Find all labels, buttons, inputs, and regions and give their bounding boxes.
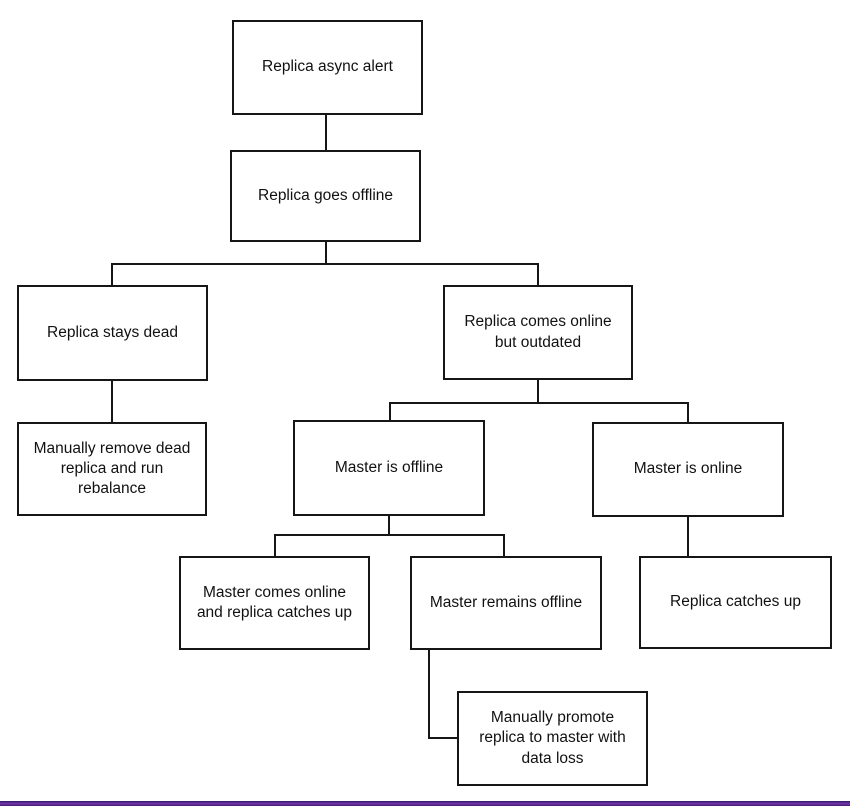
slide-accent-bar xyxy=(0,801,850,806)
connector-level3-horizontal xyxy=(389,402,689,404)
connector-goes-offline-stub xyxy=(325,242,327,265)
node-label: Master is online xyxy=(633,460,743,478)
flowchart-node-replica-stays-dead: Replica stays dead xyxy=(17,285,208,381)
flowchart-node-replica-catches-up: Replica catches up xyxy=(639,556,832,649)
node-label: Replica stays dead xyxy=(47,323,178,341)
node-label: Replica catches up xyxy=(670,593,801,611)
connector-level4-horizontal xyxy=(275,534,505,536)
connector-drop-master-offline xyxy=(389,402,391,420)
flowchart-node-master-comes-online-and-replica-catches-up: Master comes online and replica catches … xyxy=(179,556,370,650)
connector-drop-master-comes-online xyxy=(274,534,276,556)
flowchart-node-replica-goes-offline: Replica goes offline xyxy=(230,150,421,242)
node-label: Manually promote replica to master with … xyxy=(479,709,626,767)
node-label: Replica async alert xyxy=(262,58,393,76)
connector-drop-stays-dead xyxy=(111,263,113,285)
connector-comes-online-stub xyxy=(537,380,539,403)
node-label: Replica comes online but outdated xyxy=(464,313,612,351)
node-label: Manually remove dead replica and run reb… xyxy=(33,439,191,498)
flowchart-node-manually-promote-replica: Manually promote replica to master with … xyxy=(457,691,648,786)
connector-elbow-horizontal xyxy=(428,737,458,739)
connector-elbow-vertical xyxy=(428,650,430,739)
flowchart-node-master-remains-offline: Master remains offline xyxy=(410,556,602,650)
node-label: Replica goes offline xyxy=(258,186,393,204)
connector-master-online-to-catches-up xyxy=(687,517,689,556)
node-label: Master comes online and replica catches … xyxy=(196,583,353,621)
connector-drop-master-remains-offline xyxy=(503,534,505,556)
connector-drop-comes-online xyxy=(537,263,539,285)
flowchart-node-replica-async-alert: Replica async alert xyxy=(232,20,423,115)
flowchart-node-replica-comes-online-but-outdated: Replica comes online but outdated xyxy=(443,285,633,380)
node-label: Master is offline xyxy=(334,458,444,476)
node-label: Master remains offline xyxy=(429,593,583,611)
connector-level2-horizontal xyxy=(111,263,539,265)
flowchart-node-master-is-online: Master is online xyxy=(592,422,784,517)
connector-drop-master-online xyxy=(687,402,689,422)
connector-alert-to-goes-offline xyxy=(325,115,327,150)
connector-master-offline-stub xyxy=(388,516,390,535)
flowchart-node-manually-remove-dead-replica: Manually remove dead replica and run reb… xyxy=(17,422,207,516)
connector-stays-dead-to-remove xyxy=(111,381,113,422)
flowchart-node-master-is-offline: Master is offline xyxy=(293,420,485,516)
